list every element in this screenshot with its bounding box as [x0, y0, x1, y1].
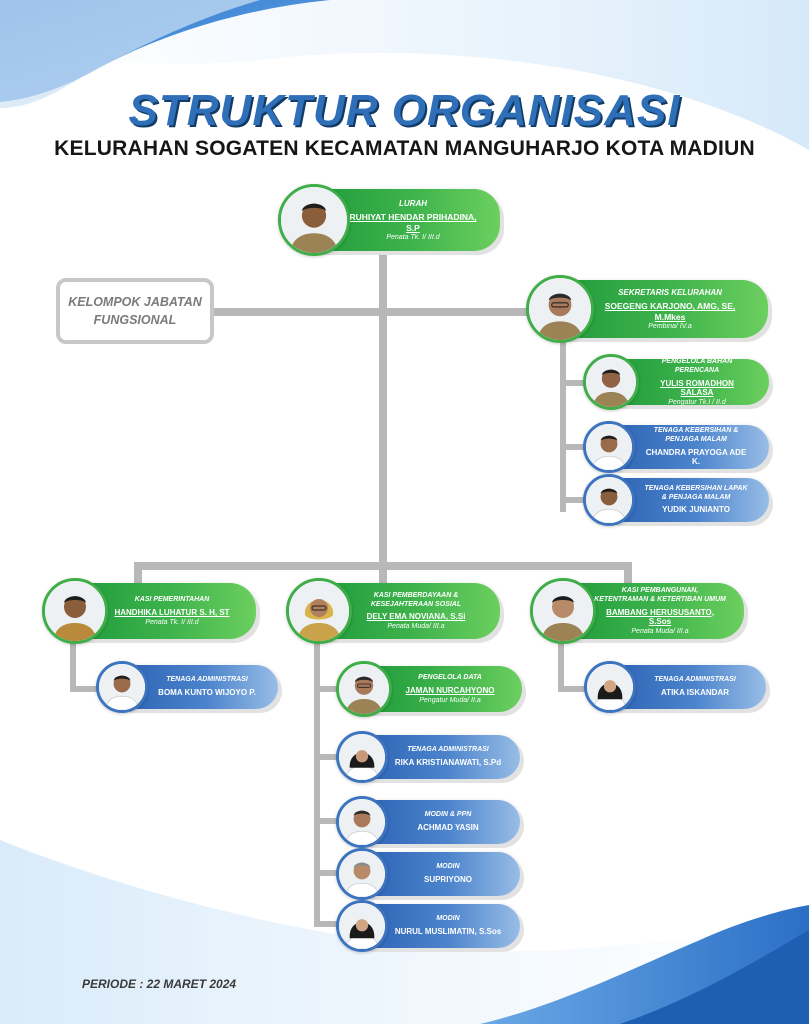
card-kasi-pemerintahan: KASI PEMERINTAHAN HANDHIKA LUHATUR S. H,… — [42, 578, 256, 644]
connector-kasi-3-drop — [624, 562, 632, 584]
kasi-pembangunan-position: KASI PEMBANGUNAN, KETENTRAMAN & KETERTIB… — [594, 587, 726, 603]
pemberdayaan-staff-1-rank: Pengatur Muda/ II.a — [419, 696, 481, 704]
avatar-pemberdayaan-staff-2 — [336, 731, 388, 783]
connector-pemberdayaan-staff-1 — [314, 686, 344, 692]
pemerintahan-staff-1-position: TENAGA ADMINISTRASI — [166, 676, 248, 684]
avatar-kasi-pemberdayaan — [286, 578, 352, 644]
pemberdayaan-staff-2-name: RIKA KRISTIANAWATI, S.Pd — [394, 758, 502, 768]
kasi-pemberdayaan-position: KASI PEMBERDAYAAN & KESEJAHTERAAN SOSIAL — [370, 591, 462, 608]
avatar-lurah — [278, 184, 350, 256]
sekretaris-staff-2-position: TENAGA KEBERSIHAN & PENJAGA MALAM — [653, 427, 739, 443]
pemberdayaan-staff-5-position: MODIN — [436, 915, 460, 923]
sekretaris-rank: Pembina/ IV.a — [648, 322, 692, 330]
pemberdayaan-staff-4-position: MODIN — [436, 863, 460, 871]
card-sekretaris-staff-1: PENGELOLA BAHAN PERENCANA YULIS ROMADHON… — [583, 354, 769, 410]
card-sekretaris-staff-3: TENAGA KEBERSIHAN LAPAK & PENJAGA MALAM … — [583, 474, 769, 526]
pemberdayaan-staff-2-position: TENAGA ADMINISTRASI — [407, 746, 489, 754]
pemberdayaan-staff-3-position: MODIN & PPN — [424, 811, 472, 819]
avatar-sekretaris-staff-2 — [583, 421, 635, 473]
connector-fungsional-sekretaris — [212, 308, 534, 316]
avatar-kasi-pemerintahan — [42, 578, 108, 644]
lurah-rank: Penata Tk. I/ III.d — [386, 233, 440, 241]
sekretaris-name: SOEGENG KARJONO, AMG, SE, M.Mkes — [604, 301, 736, 322]
connector-pembangunan-staff-h — [558, 686, 592, 692]
sekretaris-staff-1-position: PENGELOLA BAHAN PERENCANA — [661, 358, 733, 374]
page-title: STRUKTUR ORGANISASI — [128, 86, 681, 135]
lurah-position: LURAH — [399, 199, 427, 209]
connector-kasi-2-drop — [379, 562, 387, 584]
connector-main-vertical — [379, 252, 387, 568]
pemberdayaan-staff-1-name: JAMAN NURCAHYONO — [405, 686, 495, 696]
lurah-name: RUHIYAT HENDAR PRIHADINA, S.P — [349, 212, 477, 233]
connector-pemberdayaan-staff — [314, 640, 320, 926]
sekretaris-staff-1-name: YULIS ROMADHON SALASA — [660, 378, 734, 398]
card-pemberdayaan-staff-4: MODIN SUPRIYONO — [336, 848, 520, 900]
kasi-pemerintahan-rank: Penata Tk. I/ III.d — [145, 618, 199, 626]
kasi-pemberdayaan-name: DELY EMA NOVIANA, S.Si — [366, 612, 466, 622]
avatar-sekretaris-staff-3 — [583, 474, 635, 526]
connector-pemberdayaan-staff-2 — [314, 754, 344, 760]
sekretaris-position: SEKRETARIS KELURAHAN — [618, 288, 722, 298]
pemberdayaan-staff-5-name: NURUL MUSLIMATIN, S.Sos — [394, 927, 502, 937]
kasi-pemerintahan-name: HANDHIKA LUHATUR S. H, ST — [114, 608, 230, 618]
avatar-pemberdayaan-staff-1 — [336, 661, 392, 717]
pemberdayaan-staff-1-position: PENGELOLA DATA — [418, 674, 482, 682]
avatar-pembangunan-staff-1 — [584, 661, 636, 713]
periode-label: PERIODE : 22 MARET 2024 — [82, 977, 237, 991]
avatar-pemberdayaan-staff-3 — [336, 796, 388, 848]
avatar-sekretaris — [526, 275, 594, 343]
sekretaris-staff-1-rank: Pengatur Tk.I / II.d — [668, 398, 726, 406]
card-pemberdayaan-staff-1: PENGELOLA DATA JAMAN NURCAHYONO Pengatur… — [336, 661, 522, 717]
sekretaris-staff-3-position: TENAGA KEBERSIHAN LAPAK & PENJAGA MALAM — [644, 484, 748, 501]
avatar-pemberdayaan-staff-4 — [336, 848, 388, 900]
pemberdayaan-staff-4-name: SUPRIYONO — [423, 875, 472, 885]
card-kasi-pembangunan: KASI PEMBANGUNAN, KETENTRAMAN & KETERTIB… — [530, 578, 744, 644]
card-pemberdayaan-staff-2: TENAGA ADMINISTRASI RIKA KRISTIANAWATI, … — [336, 731, 520, 783]
card-sekretaris: SEKRETARIS KELURAHAN SOEGENG KARJONO, AM… — [526, 275, 768, 343]
pemerintahan-staff-1-name: BOMA KUNTO WIJOYO P. — [158, 688, 256, 698]
pembangunan-staff-1-name: ATIKA ISKANDAR — [661, 688, 729, 698]
pemberdayaan-staff-3-name: ACHMAD YASIN — [417, 823, 479, 833]
card-pemerintahan-staff-1: TENAGA ADMINISTRASI BOMA KUNTO WIJOYO P. — [96, 661, 278, 713]
card-lurah: LURAH RUHIYAT HENDAR PRIHADINA, S.P Pena… — [278, 184, 500, 256]
card-pemberdayaan-staff-5: MODIN NURUL MUSLIMATIN, S.Sos — [336, 900, 520, 952]
card-pembangunan-staff-1: TENAGA ADMINISTRASI ATIKA ISKANDAR — [584, 661, 766, 713]
connector-kasi-1-drop — [134, 562, 142, 584]
connector-staff-3 — [560, 497, 590, 503]
card-kasi-pemberdayaan: KASI PEMBERDAYAAN & KESEJAHTERAAN SOSIAL… — [286, 578, 500, 644]
kasi-pembangunan-rank: Penata Muda/ III.a — [631, 627, 689, 635]
connector-pemerintahan-staff — [70, 640, 76, 692]
avatar-kasi-pembangunan — [530, 578, 596, 644]
connector-staff-2 — [560, 444, 590, 450]
kasi-pembangunan-name: BAMBANG HERUSUSANTO, S.Sos — [606, 607, 714, 627]
avatar-sekretaris-staff-1 — [583, 354, 639, 410]
connector-staff-1 — [560, 380, 590, 386]
pembangunan-staff-1-position: TENAGA ADMINISTRASI — [654, 676, 736, 684]
avatar-pemberdayaan-staff-5 — [336, 900, 388, 952]
card-sekretaris-staff-2: TENAGA KEBERSIHAN & PENJAGA MALAM CHANDR… — [583, 421, 769, 473]
connector-sekretaris-staff — [560, 336, 566, 512]
connector-pemerintahan-staff-h — [70, 686, 104, 692]
avatar-pemerintahan-staff-1 — [96, 661, 148, 713]
connector-pemberdayaan-staff-3 — [314, 818, 344, 824]
sekretaris-staff-2-name: CHANDRA PRAYOGA ADE K. — [645, 447, 747, 467]
connector-pemberdayaan-staff-5 — [314, 921, 344, 927]
sekretaris-staff-3-name: YUDIK JUNIANTO — [662, 505, 730, 515]
kasi-pemerintahan-position: KASI PEMERINTAHAN — [134, 596, 210, 604]
page-subtitle: KELURAHAN SOGATEN KECAMATAN MANGUHARJO K… — [54, 137, 755, 160]
card-pemberdayaan-staff-3: MODIN & PPN ACHMAD YASIN — [336, 796, 520, 848]
connector-pembangunan-staff — [558, 640, 564, 692]
connector-pemberdayaan-staff-4 — [314, 870, 344, 876]
kelompok-jabatan-fungsional-box: KELOMPOK JABATAN FUNGSIONAL — [56, 278, 214, 344]
kasi-pemberdayaan-rank: Penata Muda/ III.a — [387, 623, 445, 631]
